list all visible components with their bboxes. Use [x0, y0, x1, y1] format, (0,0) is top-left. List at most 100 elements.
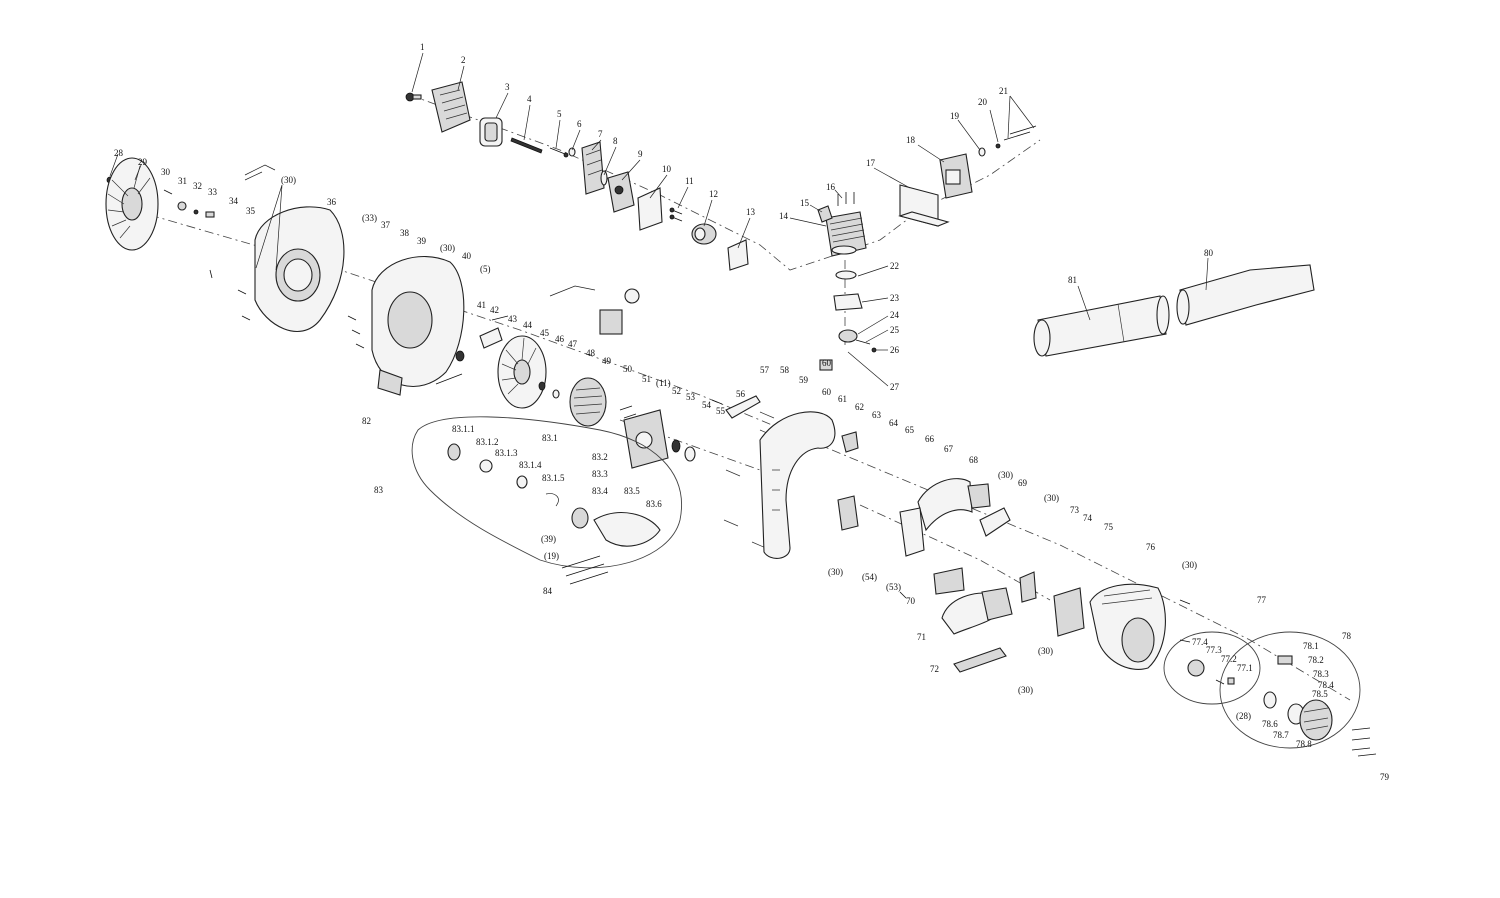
- label-33: 33: [208, 187, 218, 197]
- label-77-4: 77.4: [1192, 637, 1208, 647]
- label-21: 21: [999, 86, 1008, 96]
- label-65: 65: [905, 425, 915, 435]
- part-19-gasket: [978, 147, 986, 157]
- label-43: 43: [508, 314, 518, 324]
- label-60-b: 60: [822, 358, 832, 368]
- label-84: 84: [543, 586, 553, 596]
- label-62: 62: [855, 402, 864, 412]
- part-labels: 1 2 3 4 5 6 7 8 9 10 11 12 13 14 15 16 1…: [114, 42, 1390, 782]
- part-32-washer: [193, 209, 199, 215]
- label-54: 54: [702, 400, 712, 410]
- label-52: 52: [672, 386, 681, 396]
- label-48: 48: [586, 348, 596, 358]
- label-19: 19: [950, 111, 960, 121]
- part-31-nut: [177, 201, 187, 211]
- label-83-3: 83.3: [592, 469, 608, 479]
- label-23: 23: [890, 293, 900, 303]
- label-42: 42: [490, 305, 499, 315]
- label-83-1-5: 83.1.5: [542, 473, 565, 483]
- label-83-6: 83.6: [646, 499, 662, 509]
- label-18: 18: [906, 135, 916, 145]
- label-22: 22: [890, 261, 899, 271]
- label-73: 73: [1070, 505, 1080, 515]
- label-34: 34: [229, 196, 239, 206]
- label-4: 4: [527, 94, 532, 104]
- label-46: 46: [555, 334, 565, 344]
- label-ref-28: (28): [1236, 711, 1251, 721]
- label-83-2: 83.2: [592, 452, 608, 462]
- label-1: 1: [420, 42, 425, 52]
- part-84-bolts: [561, 555, 609, 585]
- label-31: 31: [178, 176, 187, 186]
- part-41-42-43-parts: [455, 315, 509, 362]
- label-ref-11: (11): [656, 378, 671, 388]
- label-24: 24: [890, 310, 900, 320]
- label-ref-30-c: (30): [998, 470, 1013, 480]
- part-83-fuel-tank-group: [411, 416, 682, 569]
- label-20: 20: [978, 97, 988, 107]
- label-78-6: 78.6: [1262, 719, 1278, 729]
- label-27: 27: [890, 382, 900, 392]
- label-9: 9: [638, 149, 643, 159]
- label-3: 3: [505, 82, 510, 92]
- center-lines: [149, 94, 1351, 701]
- part-81-straight-tube: [1033, 295, 1170, 357]
- label-38: 38: [400, 228, 410, 238]
- part-51-flywheel: [569, 377, 607, 427]
- part-13-insulator: [727, 239, 749, 271]
- part-3-filter: [479, 117, 503, 147]
- label-76: 76: [1146, 542, 1156, 552]
- part-49-50-ignition: [549, 285, 640, 335]
- label-79: 79: [1380, 772, 1390, 782]
- label-ref-30-h: (30): [828, 567, 843, 577]
- part-25-pin: [855, 339, 871, 345]
- label-82: 82: [362, 416, 371, 426]
- part-5-pin: [549, 147, 569, 158]
- label-66: 66: [925, 434, 935, 444]
- label-83-5: 83.5: [624, 486, 640, 496]
- label-40: 40: [462, 251, 472, 261]
- part-15-spark-plug: [817, 205, 833, 223]
- label-75: 75: [1104, 522, 1114, 532]
- label-83-1-3: 83.1.3: [495, 448, 518, 458]
- label-44: 44: [523, 320, 533, 330]
- part-53-54-seals: [671, 439, 696, 462]
- label-12: 12: [709, 189, 718, 199]
- part-67-68-handle: [899, 478, 991, 557]
- label-15: 15: [800, 198, 810, 208]
- label-16: 16: [826, 182, 836, 192]
- label-ref-30-e: (30): [1182, 560, 1197, 570]
- part-21-bolts: [1003, 125, 1037, 141]
- part-9-carburetor: [607, 171, 635, 213]
- label-81: 81: [1068, 275, 1077, 285]
- label-28: 28: [114, 148, 124, 158]
- label-78-7: 78.7: [1273, 730, 1289, 740]
- part-69-grip: [979, 507, 1011, 537]
- part-16-bolts: [837, 192, 855, 206]
- label-70: 70: [906, 596, 916, 606]
- label-ref-33: (33): [362, 213, 377, 223]
- part-36-volute-housing: [254, 206, 345, 332]
- part-29-fan-grille: [105, 157, 159, 251]
- part-11-screws: [669, 207, 683, 222]
- part-30-screw: [163, 189, 173, 195]
- part-4-bolt: [510, 137, 543, 154]
- part-77-starter-assembly: [1163, 631, 1261, 705]
- part-6-washer: [568, 147, 576, 157]
- part-82-pin: [435, 373, 463, 385]
- part-26-clip: [871, 347, 877, 353]
- label-78-5: 78.5: [1312, 689, 1328, 699]
- label-17: 17: [866, 158, 876, 168]
- label-35: 35: [246, 206, 256, 216]
- label-10: 10: [662, 164, 672, 174]
- part-73-74-75-parts: [1019, 571, 1085, 637]
- label-50: 50: [623, 364, 633, 374]
- label-67: 67: [944, 444, 954, 454]
- label-53: 53: [686, 392, 696, 402]
- label-51: 51: [642, 374, 651, 384]
- part-20-washer: [995, 143, 1001, 149]
- label-30: 30: [161, 167, 171, 177]
- label-55: 55: [716, 406, 726, 416]
- label-25: 25: [890, 325, 900, 335]
- label-56: 56: [736, 389, 746, 399]
